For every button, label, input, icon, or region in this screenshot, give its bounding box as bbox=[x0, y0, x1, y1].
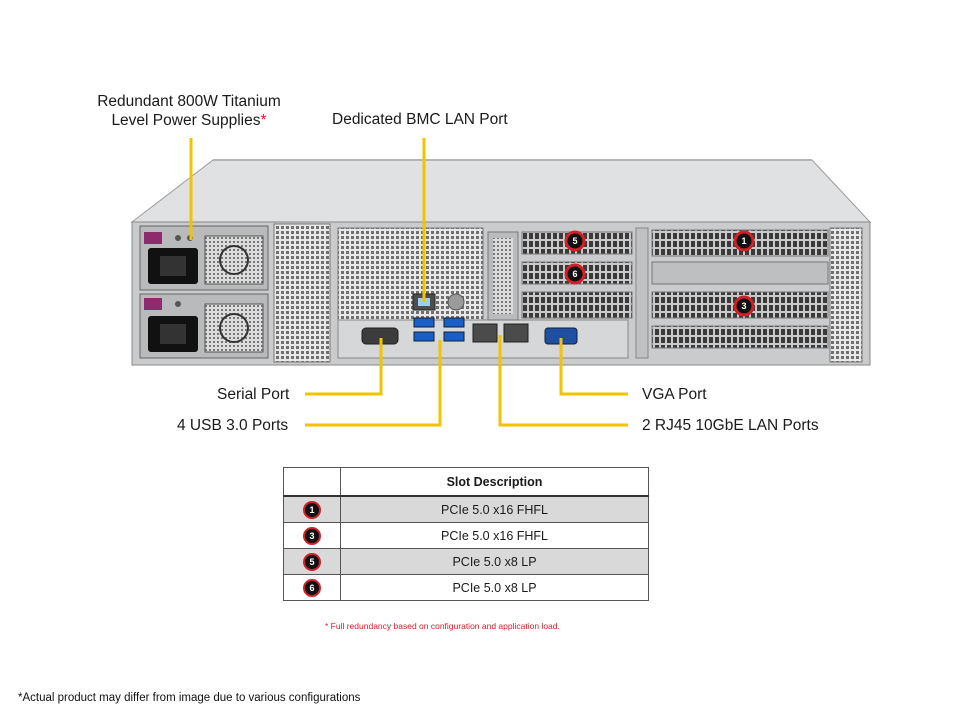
disclaimer-footnote: *Actual product may differ from image du… bbox=[18, 692, 361, 704]
psu-callout: Redundant 800W Titanium Level Power Supp… bbox=[84, 92, 294, 130]
right-edge-vent bbox=[829, 227, 863, 363]
slot-marker-3: 3 bbox=[733, 295, 755, 317]
slot-badge: 5 bbox=[303, 552, 321, 571]
svg-text:6: 6 bbox=[572, 269, 577, 279]
slot-number-cell: 6 bbox=[283, 574, 341, 601]
slot-marker-5: 5 bbox=[564, 230, 586, 252]
bmc-callout: Dedicated BMC LAN Port bbox=[332, 111, 508, 128]
left-vent bbox=[273, 223, 331, 363]
psu-asterisk: * bbox=[260, 112, 267, 129]
vga-callout: VGA Port bbox=[642, 386, 707, 403]
slot-desc-cell: PCIe 5.0 x8 LP bbox=[340, 548, 649, 575]
slot-desc-cell: PCIe 5.0 x16 FHFL bbox=[340, 522, 649, 549]
slot-number-cell: 1 bbox=[283, 495, 341, 523]
table-header-slot-description: Slot Description bbox=[340, 467, 649, 497]
svg-text:5: 5 bbox=[572, 236, 577, 246]
slot-number-cell: 3 bbox=[283, 522, 341, 549]
table-row: 5 PCIe 5.0 x8 LP bbox=[283, 548, 649, 575]
table-header-blank bbox=[283, 467, 341, 497]
lan-ports bbox=[472, 323, 529, 343]
callout-lines bbox=[189, 138, 628, 427]
slot-desc-cell: PCIe 5.0 x16 FHFL bbox=[340, 495, 649, 523]
table-row: 1 PCIe 5.0 x16 FHFL bbox=[283, 495, 649, 523]
slot-badge: 6 bbox=[303, 578, 321, 597]
slot-badge: 1 bbox=[303, 500, 321, 519]
svg-text:3: 3 bbox=[741, 301, 746, 311]
lan-callout: 2 RJ45 10GbE LAN Ports bbox=[642, 417, 819, 434]
power-supply-2 bbox=[139, 293, 269, 359]
slot-description-table: Slot Description 1 PCIe 5.0 x16 FHFL 3 P… bbox=[283, 467, 649, 601]
usb-ports bbox=[413, 317, 465, 342]
slot-marker-1: 1 bbox=[733, 230, 755, 252]
slot-badge: 3 bbox=[303, 526, 321, 545]
serial-callout: Serial Port bbox=[217, 386, 290, 403]
psu-callout-line2: Level Power Supplies bbox=[111, 112, 261, 129]
table-row: 3 PCIe 5.0 x16 FHFL bbox=[283, 522, 649, 549]
slot-marker-6: 6 bbox=[564, 263, 586, 285]
svg-text:1: 1 bbox=[741, 236, 746, 246]
power-supply-1 bbox=[139, 225, 269, 291]
psu-callout-line1: Redundant 800W Titanium bbox=[97, 93, 281, 110]
chassis-top bbox=[130, 159, 872, 223]
usb-callout: 4 USB 3.0 Ports bbox=[177, 417, 289, 434]
table-row: 6 PCIe 5.0 x8 LP bbox=[283, 574, 649, 601]
slot-desc-cell: PCIe 5.0 x8 LP bbox=[340, 574, 649, 601]
redundancy-footnote: * Full redundancy based on configuration… bbox=[325, 621, 560, 631]
slot-number-cell: 5 bbox=[283, 548, 341, 575]
